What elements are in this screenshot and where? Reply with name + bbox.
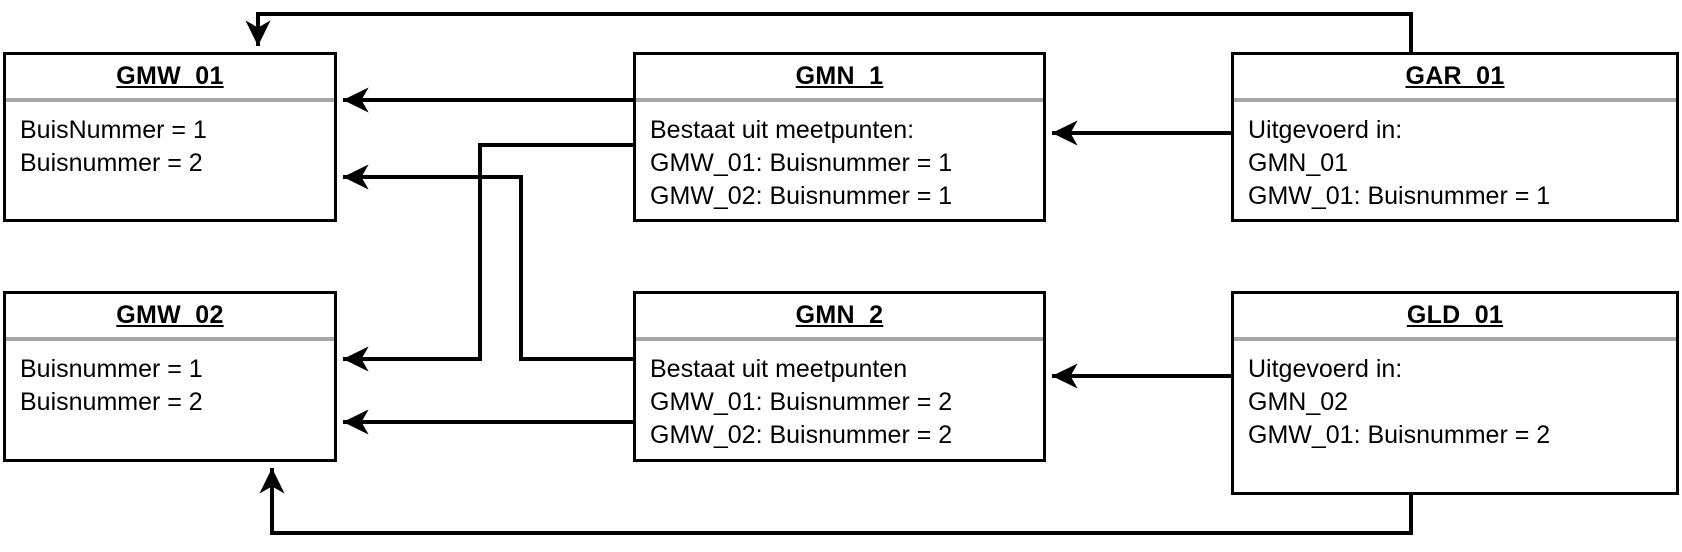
entity-header-gmn-1: GMN_1 — [636, 55, 1043, 102]
entity-box-gmw-01[interactable]: GMW_01 BuisNummer = 1 Buisnummer = 2 — [3, 52, 337, 222]
entity-line: GMW_02: Buisnummer = 2 — [650, 421, 953, 449]
entity-header-gmw-01: GMW_01 — [6, 55, 334, 102]
entity-line: GMW_01: Buisnummer = 1 — [650, 149, 953, 177]
entity-header-gmn-2: GMN_2 — [636, 294, 1043, 341]
entity-title-gmn-2: GMN_2 — [795, 301, 884, 329]
entity-line: BuisNummer = 1 — [20, 116, 207, 144]
entity-line: Buisnummer = 2 — [20, 388, 203, 416]
entity-header-gmw-02: GMW_02 — [6, 294, 334, 341]
entity-body-gar-01: Uitgevoerd in: GMN_01 GMW_01: Buisnummer… — [1234, 102, 1676, 223]
entity-line: GMW_01: Buisnummer = 2 — [650, 388, 953, 416]
connector-gar01-to-gmw01 — [245, 12, 1413, 52]
entity-box-gmn-1[interactable]: GMN_1 Bestaat uit meetpunten: GMW_01: Bu… — [633, 52, 1046, 222]
entity-title-gmw-01: GMW_01 — [116, 62, 224, 90]
entity-line: Uitgevoerd in: — [1248, 355, 1403, 383]
entity-box-gmn-2[interactable]: GMN_2 Bestaat uit meetpunten GMW_01: Bui… — [633, 291, 1046, 462]
entity-line: GMW_01: Buisnummer = 2 — [1248, 421, 1551, 449]
connector-gmn2-to-gmw01 — [343, 164, 633, 361]
entity-line: Uitgevoerd in: — [1248, 116, 1403, 144]
entity-line: GMN_02 — [1248, 388, 1349, 416]
entity-box-gmw-02[interactable]: GMW_02 Buisnummer = 1 Buisnummer = 2 — [3, 291, 337, 462]
entity-line: GMW_02: Buisnummer = 1 — [650, 182, 953, 210]
entity-body-gmw-01: BuisNummer = 1 Buisnummer = 2 — [6, 102, 334, 219]
entity-header-gld-01: GLD_01 — [1234, 294, 1676, 341]
entity-line: Buisnummer = 2 — [20, 149, 203, 177]
entity-title-gar-01: GAR_01 — [1405, 62, 1505, 90]
entity-line: GMN_01 — [1248, 149, 1349, 177]
entity-body-gmn-2: Bestaat uit meetpunten GMW_01: Buisnumme… — [636, 341, 1043, 462]
entity-header-gar-01: GAR_01 — [1234, 55, 1676, 102]
entity-box-gld-01[interactable]: GLD_01 Uitgevoerd in: GMN_02 GMW_01: Bui… — [1231, 291, 1679, 495]
entity-title-gmn-1: GMN_1 — [795, 62, 884, 90]
entity-line: Bestaat uit meetpunten — [650, 355, 908, 383]
entity-body-gmn-1: Bestaat uit meetpunten: GMW_01: Buisnumm… — [636, 102, 1043, 223]
entity-line: Buisnummer = 1 — [20, 355, 203, 383]
entity-box-gar-01[interactable]: GAR_01 Uitgevoerd in: GMN_01 GMW_01: Bui… — [1231, 52, 1679, 222]
entity-title-gld-01: GLD_01 — [1406, 301, 1504, 329]
connector-gmn1-to-gmw02 — [343, 143, 633, 372]
entity-body-gld-01: Uitgevoerd in: GMN_02 GMW_01: Buisnummer… — [1234, 341, 1676, 492]
entity-body-gmw-02: Buisnummer = 1 Buisnummer = 2 — [6, 341, 334, 459]
entity-line: Bestaat uit meetpunten: — [650, 116, 915, 144]
entity-line: GMW_01: Buisnummer = 1 — [1248, 182, 1551, 210]
entity-title-gmw-02: GMW_02 — [116, 301, 224, 329]
